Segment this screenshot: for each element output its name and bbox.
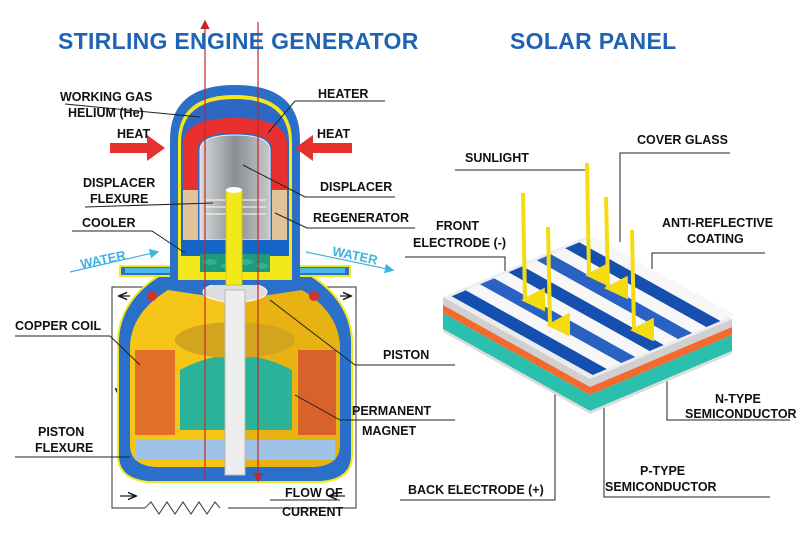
p-type-layer-front [443,313,590,411]
label-cooler: COOLER [82,216,136,230]
label-n-type-2: SEMICONDUCTOR [685,407,797,421]
sunlight-ray [521,192,546,312]
resistor-icon [144,500,221,516]
anti-reflective-stripe [465,284,622,369]
label-p-type-2: SEMICONDUCTOR [605,480,717,494]
label-helium: HELIUM (He) [68,106,144,120]
title-stirling: STIRLING ENGINE GENERATOR [58,28,419,54]
label-flow-of-current: FLOW OF [285,486,343,500]
sunlight-rays [521,162,655,342]
displacer-rod [225,189,243,286]
label-heater: HEATER [318,87,369,101]
cover-glass-edge-front [443,297,590,387]
circuit-wire [111,286,357,516]
front-electrode-stripe [451,290,607,375]
label-displacer-flexure: DISPLACER [83,176,156,190]
label-piston-flexure: PISTON [38,425,85,439]
cylinder-head [170,85,300,286]
heat-arrow-left [110,135,165,161]
sunlight-ray [585,162,610,287]
sunlight-ray [630,229,655,342]
copper-coil-right [298,350,336,435]
n-type-layer-front [443,305,590,395]
gas-flow-arrows [200,19,263,483]
label-anti-reflective-2: COATING [687,232,744,246]
label-p-type: P-TYPE [640,464,686,478]
title-solar: SOLAR PANEL [510,28,677,54]
regenerator-left [183,190,198,240]
generator-housing [117,274,353,483]
label-heat-right: HEAT [317,127,351,141]
label-displacer-flexure-2: FLEXURE [90,192,149,206]
water-out-arrow [305,251,395,274]
label-cover-glass: COVER GLASS [637,133,728,147]
label-regenerator: REGENERATOR [313,211,410,225]
label-displacer: DISPLACER [320,180,393,194]
heat-arrow-right [295,135,352,161]
label-flow-of-current-2: CURRENT [282,505,344,519]
cover-glass-edge-side [590,319,732,387]
label-heat-left: HEAT [117,127,151,141]
back-electrode-layer-front [443,329,590,414]
label-piston: PISTON [383,348,430,362]
piston-rod [224,289,246,476]
label-permanent-magnet: PERMANENT [352,404,432,418]
p-type-layer-side [590,335,732,411]
label-front-electrode: FRONT [436,219,480,233]
water-in-arrow [69,248,160,273]
back-electrode-layer-side [590,351,732,414]
n-type-layer-side [590,327,732,395]
label-working-gas: WORKING GAS [60,90,153,104]
heater [183,118,287,190]
leader-lines [15,100,790,501]
sunlight-ray [546,226,571,337]
anti-reflective-stripe [579,236,735,321]
label-back-electrode: BACK ELECTRODE (+) [408,483,544,497]
label-sunlight: SUNLIGHT [465,151,529,165]
label-piston-flexure-2: FLEXURE [35,441,94,455]
label-anti-reflective: ANTI-REFLECTIVE [662,216,774,230]
copper-coil-left [135,350,175,435]
sunlight-ray [604,196,629,300]
label-n-type: N-TYPE [715,392,761,406]
label-front-electrode-2: ELECTRODE (-) [413,236,507,250]
label-permanent-magnet-2: MAGNET [362,424,417,438]
label-copper-coil: COPPER COIL [15,319,102,333]
